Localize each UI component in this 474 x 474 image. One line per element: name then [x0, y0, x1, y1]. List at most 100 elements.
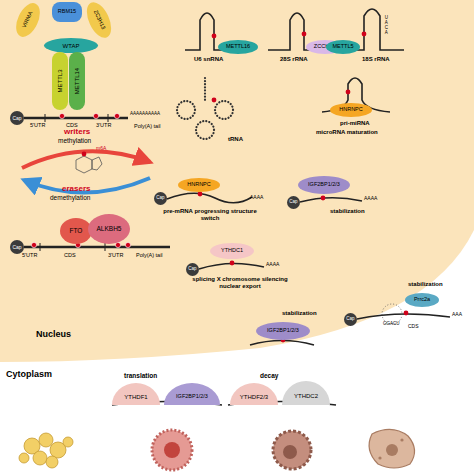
drawing-circle: [19, 453, 29, 463]
reader-protein: YTHDF2/3: [230, 383, 278, 405]
drawing-circle: [125, 242, 130, 247]
protein-name: HNRNPC: [187, 182, 211, 188]
protein-name: METTL16: [226, 44, 250, 50]
text-label: 3'UTR: [96, 122, 111, 128]
drawing-circle: [386, 444, 398, 456]
protein-ellipse: METTL5: [326, 40, 360, 54]
text-label: stabilization: [330, 208, 365, 215]
text-label: methylation: [58, 137, 91, 144]
text-label: tRNA: [228, 136, 243, 143]
drawing-circle: [114, 113, 119, 118]
protein-ellipse: YTHDC1: [210, 243, 254, 259]
text-label: stabilization: [282, 310, 317, 317]
protein-block: RBM15: [52, 2, 82, 22]
drawing-path: [0, 0, 474, 362]
protein-name: METTL5: [332, 44, 353, 50]
protein-name: Cap: [289, 200, 297, 205]
text-label: stabilization: [408, 281, 443, 288]
protein-name: ALKBH5: [97, 226, 122, 233]
text-label: Cytoplasm: [6, 370, 52, 380]
text-label: AAAA: [364, 196, 377, 202]
drawing-circle: [46, 456, 58, 468]
drawing-path: [24, 117, 128, 120]
drawing-circle: [164, 442, 180, 458]
text-label: Poly(A) tail: [134, 123, 161, 129]
protein-ellipse: IGF2BP1/2/3: [298, 176, 350, 194]
drawing-circle: [177, 101, 195, 119]
drawing-circle: [59, 113, 64, 118]
drawing-circle: [378, 456, 381, 459]
protein-ellipse: ALKBH5: [88, 214, 130, 244]
protein-name: HNRNPC: [339, 107, 363, 113]
drawing-circle: [212, 34, 217, 39]
protein-ellipse: METTL16: [218, 40, 258, 54]
protein-ellipse: HNRNPC: [178, 178, 220, 192]
drawing-circle: [93, 113, 98, 118]
drawing-circle: [302, 32, 307, 37]
drawing-circle: [404, 311, 409, 316]
protein-name: VIRMA: [22, 11, 34, 29]
drawing-path: [22, 151, 150, 168]
protein-name: Prrc2a: [414, 297, 430, 303]
protein-ellipse: HNRNPC: [330, 103, 372, 117]
drawing-g: [19, 433, 73, 468]
text-label: writers: [64, 128, 90, 137]
drawing-circle: [362, 32, 367, 37]
text-label: AAA: [452, 312, 462, 318]
protein-name: ZC3H13: [92, 10, 106, 31]
protein-name: WTAP: [63, 43, 80, 49]
text-label: erasers: [62, 185, 90, 194]
drawing-circle: [82, 152, 87, 157]
text-label: Nucleus: [36, 330, 71, 340]
protein-block: METTL14: [69, 52, 85, 110]
text-label: CDS: [64, 252, 76, 258]
reader-protein: IGF2BP1/2/3: [164, 383, 220, 405]
cap-circle: Cap: [344, 313, 357, 326]
text-label: decay: [260, 372, 278, 379]
drawing-circle: [212, 98, 217, 103]
drawing-circle: [31, 242, 36, 247]
text-label: microRNA maturation: [316, 129, 378, 136]
drawing-path: [369, 429, 414, 468]
text-label: AAAAAAAAAA: [130, 112, 160, 117]
text-label: translation: [124, 372, 157, 379]
drawing-path: [45, 114, 108, 122]
protein-name: Cap: [188, 267, 196, 272]
drawing-path: [204, 78, 206, 102]
text-label: splicing X chromosome silencing nuclear …: [190, 276, 290, 289]
text-label: demethylation: [50, 194, 90, 201]
drawing-circle: [346, 90, 351, 95]
text-label: 5'UTR: [30, 122, 45, 128]
drawing-circle: [33, 451, 47, 465]
protein-name: Cap: [12, 245, 21, 250]
drawing-path: [167, 193, 252, 203]
drawing-circle: [382, 304, 402, 324]
protein-block: METTL3: [52, 52, 68, 110]
text-label: AAAA: [250, 195, 263, 201]
drawing-g: [177, 78, 233, 139]
drawing-circle: [152, 430, 192, 470]
drawing-circle: [196, 121, 214, 139]
drawing-circle: [400, 438, 403, 441]
protein-ellipse: FTO: [60, 218, 92, 244]
drawing-path: [40, 243, 105, 251]
protein-ellipse: WTAP: [44, 38, 98, 53]
text-label: UACA: [384, 16, 389, 36]
cap-circle: Cap: [287, 196, 300, 209]
text-label: 28S rRNA: [280, 56, 308, 63]
protein-name: Cap: [156, 196, 164, 201]
drawing-circle: [198, 192, 203, 197]
protein-name: YTHDF2/3: [240, 394, 268, 400]
cap-circle: Cap: [10, 111, 24, 125]
protein-name: RBM15: [58, 9, 76, 15]
drawing-circle: [39, 433, 53, 447]
protein-name: IGF2BP1/2/3: [267, 328, 299, 334]
protein-name: IGF2BP1/2/3: [308, 182, 340, 188]
cap-circle: Cap: [186, 263, 199, 276]
protein-ellipse: Prrc2a: [405, 293, 439, 307]
protein-name: YTHDC2: [294, 393, 318, 399]
text-label: Poly(A) tail: [136, 252, 163, 258]
drawing-circle: [283, 445, 297, 459]
drawing-circle: [215, 101, 233, 119]
